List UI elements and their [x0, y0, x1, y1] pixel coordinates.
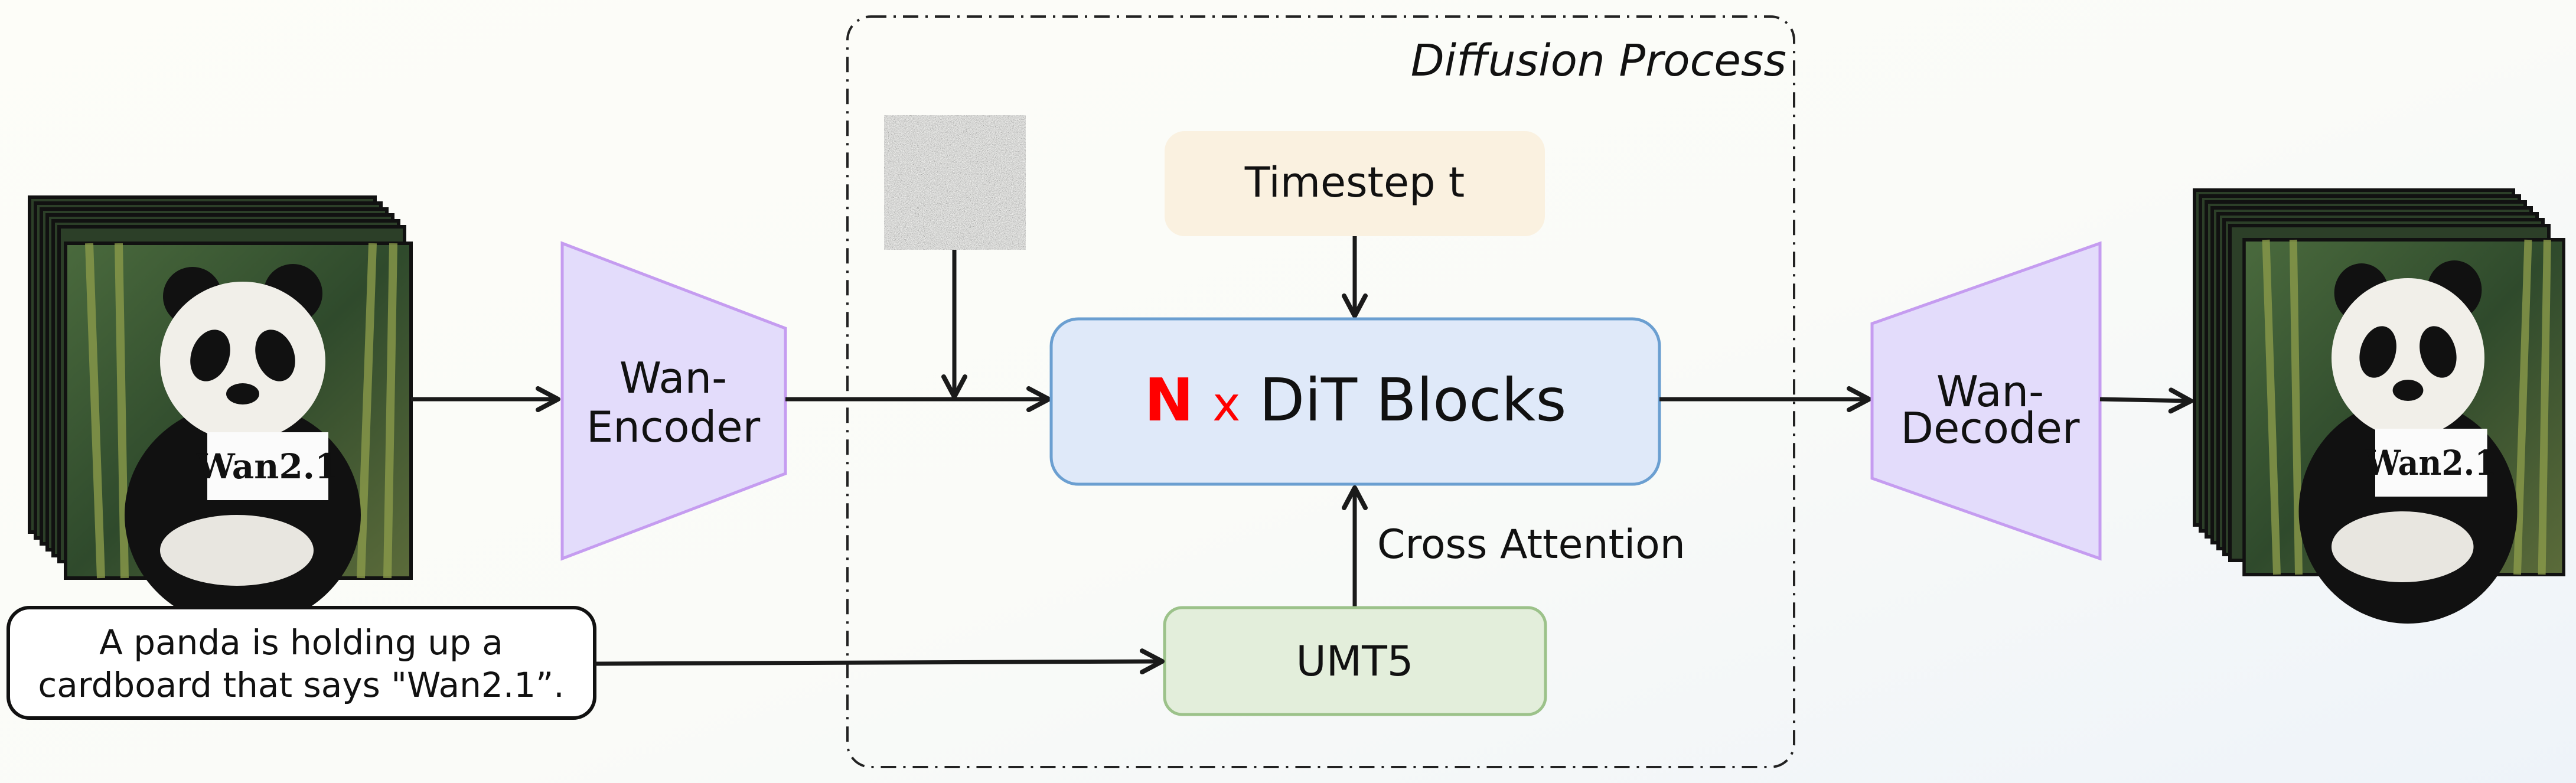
decoder-label-line1: Wan- — [1936, 367, 2044, 416]
input-sign-text: Wan2.1 — [196, 446, 339, 487]
diffusion-process-title: Diffusion Process — [1411, 35, 1786, 86]
arrow-prompt-to-umt5 — [594, 648, 1165, 675]
prompt-line2: cardboard that says "Wan2.1”. — [38, 665, 564, 705]
dit-text: DiT Blocks — [1259, 366, 1566, 435]
decoder-label-line2: Decoder — [1901, 403, 2080, 453]
output-panda-frame: Wan2.1 — [2242, 238, 2565, 624]
noise-image — [884, 115, 1026, 250]
output-sign-text: Wan2.1 — [2365, 443, 2497, 483]
output-video-frames: Wan2.1 — [2193, 188, 2565, 624]
dit-n: N — [1144, 366, 1194, 435]
prompt-line1: A panda is holding up a — [99, 622, 503, 663]
encoder-label-line1: Wan- — [619, 353, 727, 403]
wan-decoder-block — [1870, 241, 2102, 561]
dit-blocks — [1049, 317, 1661, 486]
timestep-label: Timestep t — [1244, 158, 1465, 207]
wan-encoder-block — [560, 241, 787, 561]
dit-x: x — [1212, 377, 1240, 432]
cross-attention-label: Cross Attention — [1377, 521, 1685, 568]
timestep-block — [1165, 131, 1545, 236]
dit-label: N x DiT Blocks — [1144, 366, 1567, 435]
input-panda-frame: Wan2.1 — [64, 242, 413, 627]
encoder-label-line2: Encoder — [586, 402, 761, 452]
umt5-label: UMT5 — [1296, 637, 1414, 686]
input-video-frames: Wan2.1 — [28, 195, 413, 627]
diffusion-process-container — [846, 15, 1795, 768]
arrow-decoder-to-video — [2099, 387, 2193, 414]
umt5-block — [1163, 606, 1547, 716]
